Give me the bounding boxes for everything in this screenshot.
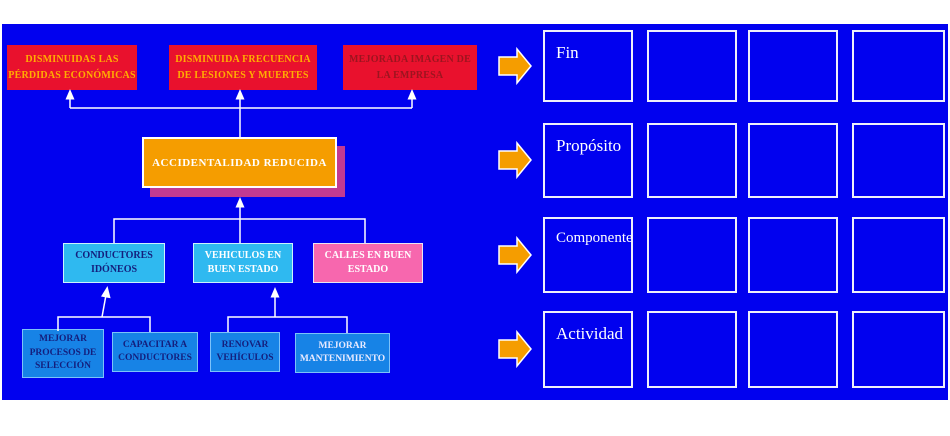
row-arrow-fin-icon (498, 46, 532, 86)
matrix-cell (647, 123, 737, 198)
matrix-cell-componente-label: Componente (543, 217, 633, 293)
matrix-cell (852, 311, 945, 388)
tree-box-capacitar-conductores: CAPACITAR A CONDUCTORES (112, 332, 198, 372)
arrowhead-up-icon (101, 286, 111, 299)
tree-box-mejorar-procesos-seleccion: MEJORAR PROCESOS DE SELECCIÓN (22, 329, 104, 378)
tree-box-perdidas-economicas: DISMINUIDAS LAS PÉRDIDAS ECONÓMICAS (7, 45, 137, 90)
arrowhead-up-icon (235, 89, 245, 100)
matrix-cell (647, 30, 737, 102)
tree-box-accidentalidad-reducida: ACCIDENTALIDAD REDUCIDA (142, 137, 337, 188)
row-label-fin: Fin (556, 43, 579, 62)
matrix-cell (647, 311, 737, 388)
matrix-cell-fin-label: Fin (543, 30, 633, 102)
arrowhead-up-icon (270, 287, 280, 298)
row-label-proposito: Propósito (556, 136, 622, 155)
tree-box-renovar-vehiculos: RENOVAR VEHÍCULOS (210, 332, 280, 372)
matrix-cell (748, 123, 838, 198)
row-arrow-actividad-icon (498, 329, 532, 369)
slide-canvas: DISMINUIDAS LAS PÉRDIDAS ECONÓMICAS DISM… (2, 24, 948, 400)
matrix-cell-actividad-label: Actividad (543, 311, 633, 388)
row-arrow-componente-icon (498, 235, 532, 275)
tree-box-mejorar-mantenimiento: MEJORAR MANTENIMIENTO (295, 333, 390, 373)
matrix-cell (748, 30, 838, 102)
arrowhead-up-icon (235, 197, 245, 208)
arrowhead-up-icon (65, 89, 75, 100)
row-label-componente: Componente (556, 230, 633, 246)
matrix-cell (647, 217, 737, 293)
tree-box-lesiones-muertes: DISMINUIDA FRECUENCIA DE LESIONES Y MUER… (169, 45, 317, 90)
matrix-cell (852, 123, 945, 198)
tree-box-calles-buen-estado: CALLES EN BUEN ESTADO (313, 243, 423, 283)
matrix-cell (852, 30, 945, 102)
tree-box-imagen-empresa: MEJORADA IMAGEN DE LA EMPRESA (343, 45, 477, 90)
matrix-cell (748, 311, 838, 388)
row-arrow-proposito-icon (498, 140, 532, 180)
row-label-actividad: Actividad (556, 324, 624, 343)
matrix-cell (852, 217, 945, 293)
matrix-cell-proposito-label: Propósito (543, 123, 633, 198)
arrowhead-up-icon (407, 89, 417, 100)
matrix-cell (748, 217, 838, 293)
tree-box-vehiculos-buen-estado: VEHICULOS EN BUEN ESTADO (193, 243, 293, 283)
tree-box-conductores-idoneos: CONDUCTORES IDÓNEOS (63, 243, 165, 283)
